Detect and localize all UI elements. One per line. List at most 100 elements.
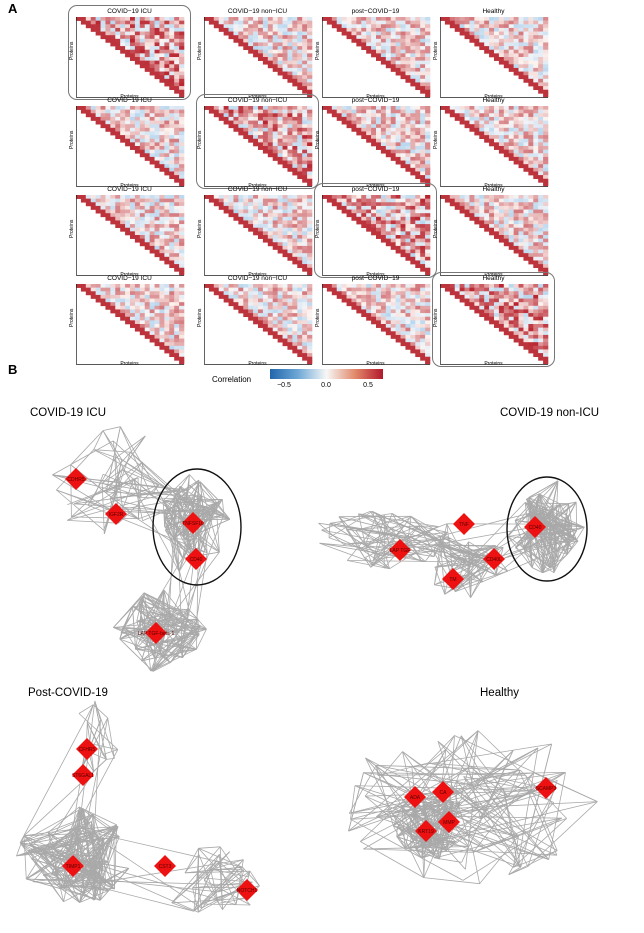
heatmap-tile: [415, 298, 421, 303]
heatmap-tile: [287, 131, 293, 136]
network-title-healthy: Healthy: [480, 687, 519, 699]
heatmap-tile: [415, 86, 421, 91]
heatmap-tile: [444, 195, 451, 199]
heatmap-tile: [543, 231, 549, 236]
heatmap-tile: [459, 209, 465, 214]
heatmap-tile: [174, 294, 180, 299]
heatmap-tile: [494, 195, 500, 199]
heatmap-tile: [302, 160, 308, 165]
heatmap-tile: [538, 49, 544, 54]
heatmap-tile: [508, 142, 514, 147]
heatmap-tile: [464, 213, 470, 218]
heatmap-tile: [179, 93, 185, 98]
heatmap-tile: [464, 24, 470, 29]
heatmap-tile: [415, 78, 421, 83]
heatmap-tile: [474, 27, 480, 32]
heatmap-tile: [307, 75, 313, 80]
heatmap-tile: [120, 227, 126, 232]
heatmap-tile: [130, 146, 136, 150]
heatmap-tile: [494, 231, 500, 236]
heatmap-tile: [390, 64, 396, 69]
heatmap-tile: [400, 287, 406, 292]
heatmap-tile: [144, 324, 150, 328]
heatmap-tile: [528, 127, 534, 132]
heatmap-x-label: Proteins: [484, 94, 503, 100]
heatmap-tile: [513, 291, 519, 296]
heatmap-tile: [297, 213, 303, 218]
heatmap-tile: [80, 106, 87, 110]
heatmap-tile: [238, 116, 244, 121]
heatmap-tile: [494, 24, 500, 29]
heatmap-tile: [292, 35, 298, 40]
heatmap-tile: [405, 78, 411, 83]
heatmap-tile: [174, 35, 180, 40]
heatmap-tile: [513, 17, 519, 21]
heatmap-tile: [351, 38, 357, 43]
heatmap-tile: [248, 127, 254, 132]
heatmap-tile: [543, 164, 549, 169]
heatmap-tile: [518, 127, 524, 132]
heatmap-tile: [302, 224, 308, 229]
heatmap-tile: [405, 149, 411, 154]
heatmap-tile: [248, 302, 254, 307]
heatmap-tile: [415, 153, 421, 158]
heatmap-tile: [125, 49, 131, 54]
heatmap-tile: [410, 287, 416, 292]
heatmap-tile: [228, 302, 234, 307]
heatmap-tile: [528, 220, 534, 225]
heatmap-tile: [400, 27, 406, 32]
heatmap-tile: [292, 294, 298, 299]
heatmap-tile: [498, 60, 505, 65]
heatmap-tile: [144, 35, 150, 40]
heatmap-tile: [528, 342, 534, 347]
heatmap-tile: [533, 109, 539, 114]
heatmap-tile: [513, 27, 519, 32]
heatmap-tile: [174, 109, 180, 114]
heatmap-tile: [277, 242, 283, 247]
heatmap-tile: [134, 146, 141, 150]
heatmap-tile: [159, 42, 165, 47]
heatmap-tile: [144, 135, 150, 140]
heatmap-tile: [262, 24, 269, 29]
heatmap-tile: [523, 294, 529, 299]
heatmap-tile: [390, 127, 396, 132]
heatmap-tile: [543, 86, 549, 91]
heatmap-tile: [395, 156, 401, 161]
heatmap-tile: [307, 245, 313, 250]
heatmap-tile: [208, 287, 215, 292]
heatmap-tile: [233, 24, 239, 29]
heatmap-tile: [228, 20, 234, 25]
heatmap-tile: [474, 298, 480, 303]
heatmap-tile: [503, 124, 510, 129]
heatmap-tile: [474, 284, 480, 288]
heatmap-tile: [405, 309, 411, 314]
heatmap-tile: [533, 331, 539, 336]
heatmap-tile: [489, 198, 495, 203]
heatmap-tile: [159, 24, 165, 29]
heatmap-tile: [533, 313, 539, 318]
heatmap-tile: [120, 291, 126, 296]
heatmap-tile: [494, 291, 500, 296]
heatmap-tile: [390, 316, 396, 321]
heatmap-tile: [425, 235, 431, 239]
heatmap-tile: [518, 164, 524, 169]
heatmap-tile: [297, 71, 303, 76]
heatmap-tile: [543, 113, 549, 118]
heatmap-tile: [267, 213, 274, 218]
heatmap-tile: [154, 298, 160, 303]
heatmap-tile: [95, 195, 101, 199]
heatmap-tile: [518, 216, 524, 221]
heatmap-tile: [395, 60, 401, 65]
heatmap-tile: [130, 24, 136, 29]
heatmap-tile: [454, 195, 460, 199]
heatmap-tile: [356, 216, 362, 221]
heatmap-tile: [528, 202, 534, 207]
heatmap-tile: [489, 294, 495, 299]
heatmap-tile: [287, 316, 293, 321]
heatmap-tile: [115, 302, 121, 307]
heatmap-tile: [508, 224, 514, 229]
heatmap-tile: [262, 106, 269, 110]
heatmap-tile: [258, 31, 264, 36]
heatmap-tile: [400, 338, 406, 343]
heatmap-tile: [425, 256, 431, 261]
